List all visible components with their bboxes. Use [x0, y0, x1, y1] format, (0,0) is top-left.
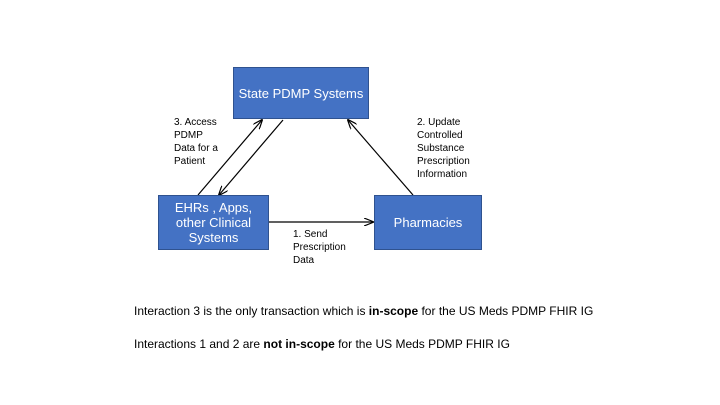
pharmacies-label: Pharmacies [393, 215, 463, 230]
state-pdmp-systems-box: State PDMP Systems [233, 67, 369, 119]
ehr-apps-box: EHRs , Apps, other Clinical Systems [158, 195, 269, 250]
state-pdmp-systems-label: State PDMP Systems [238, 85, 364, 101]
note2-after: for the US Meds PDMP FHIR IG [334, 337, 510, 351]
arrow-pdmp-to-ehr [219, 119, 284, 195]
update-controlled-substance-label: 2. Update Controlled Substance Prescript… [417, 117, 470, 180]
ehr-apps-label: EHRs , Apps, other Clinical Systems [174, 200, 253, 245]
scope-note-not-in-scope: Interactions 1 and 2 are not in-scope fo… [134, 337, 510, 351]
note2-before: Interactions 1 and 2 are [134, 337, 264, 351]
arrow-pharmacies-to-pdmp [348, 120, 414, 196]
arrow-ehr-to-pdmp [197, 120, 262, 196]
pharmacies-box: Pharmacies [374, 195, 482, 250]
note1-before: Interaction 3 is the only transaction wh… [134, 304, 369, 318]
access-pdmp-data-label: 3. Access PDMP Data for a Patient [174, 117, 218, 167]
note2-bold: not in-scope [263, 337, 335, 351]
send-prescription-data-label: 1. Send Prescription Data [293, 229, 346, 266]
note1-bold: in-scope [368, 304, 419, 318]
note1-after: for the US Meds PDMP FHIR IG [418, 304, 594, 318]
scope-note-in-scope: Interaction 3 is the only transaction wh… [134, 304, 593, 318]
